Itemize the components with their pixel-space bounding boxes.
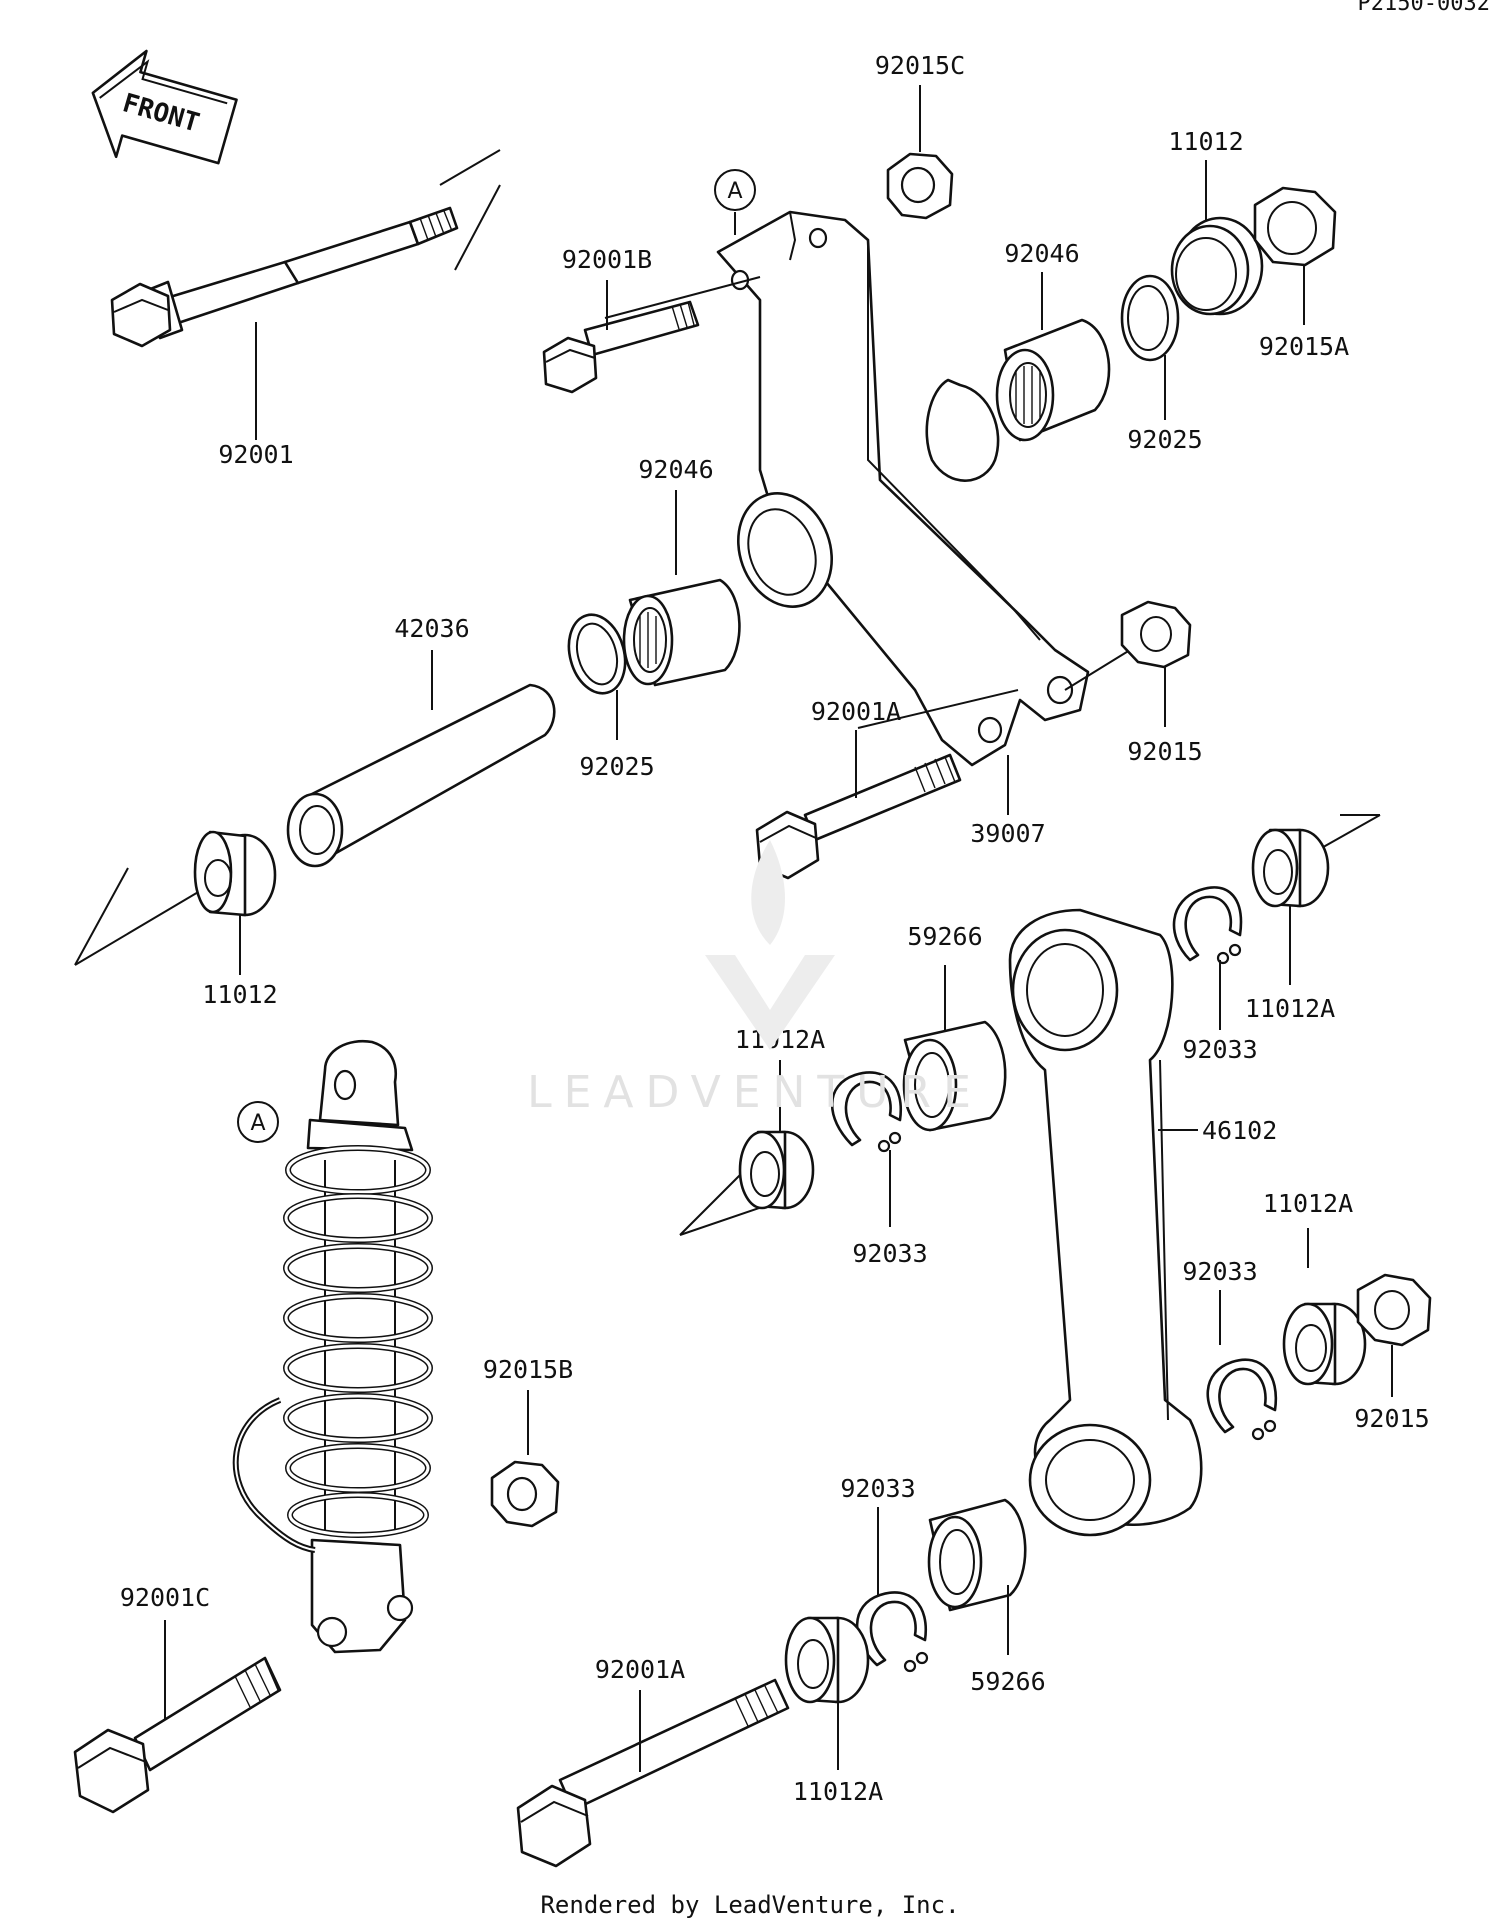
callout-a-top: A <box>714 169 756 211</box>
nut-92015-lowright <box>1356 1273 1432 1347</box>
label-92033-lowright: 92033 <box>1182 1257 1257 1286</box>
snapring-92033-mid <box>830 1071 903 1153</box>
bushing-59266-top <box>902 1020 1007 1132</box>
ring-92025-top <box>1120 274 1180 362</box>
bearing-92046-top <box>995 318 1111 442</box>
bolt-92001A-mid <box>755 753 962 880</box>
collar-11012-left <box>193 830 277 917</box>
label-39007: 39007 <box>970 819 1045 848</box>
nut-92015C <box>886 152 954 220</box>
label-92001C: 92001C <box>120 1583 210 1612</box>
collar-11012A-right <box>1251 828 1330 908</box>
bolt-92001 <box>110 149 501 440</box>
label-92015A: 92015A <box>1259 332 1349 361</box>
label-92015-lowright: 92015 <box>1354 1404 1429 1433</box>
label-92015C: 92015C <box>875 51 965 80</box>
label-46102: 46102 <box>1202 1116 1277 1145</box>
nut-92015-mid <box>1120 600 1192 669</box>
snapring-92033-low <box>855 1591 929 1673</box>
label-92025-mid: 92025 <box>579 752 654 781</box>
nut-92015A <box>1253 186 1337 267</box>
sleeve-42036 <box>286 683 556 868</box>
collar-11012-top <box>1170 216 1264 316</box>
label-92033-low: 92033 <box>840 1474 915 1503</box>
label-92001: 92001 <box>218 440 293 469</box>
label-92001B: 92001B <box>562 245 652 274</box>
label-92046-mid: 92046 <box>638 455 713 484</box>
bearing-92046-mid <box>622 578 741 687</box>
snapring-92033-right <box>1172 886 1243 965</box>
shock-absorber <box>232 1039 433 1654</box>
label-59266-top: 59266 <box>907 922 982 951</box>
label-92015-mid: 92015 <box>1127 737 1202 766</box>
label-92033-right: 92033 <box>1182 1035 1257 1064</box>
label-11012-left: 11012 <box>202 980 277 1009</box>
footer-credit: Rendered by LeadVenture, Inc. <box>540 1891 959 1919</box>
svg-text:A: A <box>727 179 742 204</box>
label-11012A-right: 11012A <box>1245 994 1335 1023</box>
label-92025-top: 92025 <box>1127 425 1202 454</box>
corner-code: P2150-0032 <box>1358 0 1490 16</box>
rocker-arm-39007 <box>716 210 1090 767</box>
callout-a-shock: A <box>237 1101 279 1143</box>
tie-rod-46102 <box>1008 908 1203 1537</box>
bushing-59266-low <box>927 1498 1027 1612</box>
collar-11012A-lowright <box>1282 1302 1367 1386</box>
bolt-92001C <box>73 1656 282 1814</box>
bolt-92001A-low <box>516 1678 790 1868</box>
ring-92025-mid <box>567 613 627 695</box>
label-59266-low: 59266 <box>970 1667 1045 1696</box>
watermark: LEADVENTURE <box>527 840 983 1118</box>
watermark-text: LEADVENTURE <box>527 1067 983 1118</box>
label-92033-mid: 92033 <box>852 1239 927 1268</box>
label-92015B: 92015B <box>483 1355 573 1384</box>
label-92001A-mid: 92001A <box>811 697 901 726</box>
label-11012-top: 11012 <box>1168 127 1243 156</box>
label-11012A-lowright: 11012A <box>1263 1189 1353 1218</box>
label-92001A-low: 92001A <box>595 1655 685 1684</box>
label-92046-top: 92046 <box>1004 239 1079 268</box>
front-arrow-icon: FRONT <box>91 49 238 165</box>
nut-92015B <box>490 1460 560 1528</box>
label-42036: 42036 <box>394 614 469 643</box>
label-11012A-low: 11012A <box>793 1777 883 1806</box>
snapring-92033-lowright <box>1206 1358 1278 1441</box>
svg-text:A: A <box>250 1111 265 1136</box>
collar-11012A-low <box>784 1616 870 1704</box>
bolt-92001B <box>542 280 700 394</box>
collar-11012A-mid <box>738 1130 815 1210</box>
